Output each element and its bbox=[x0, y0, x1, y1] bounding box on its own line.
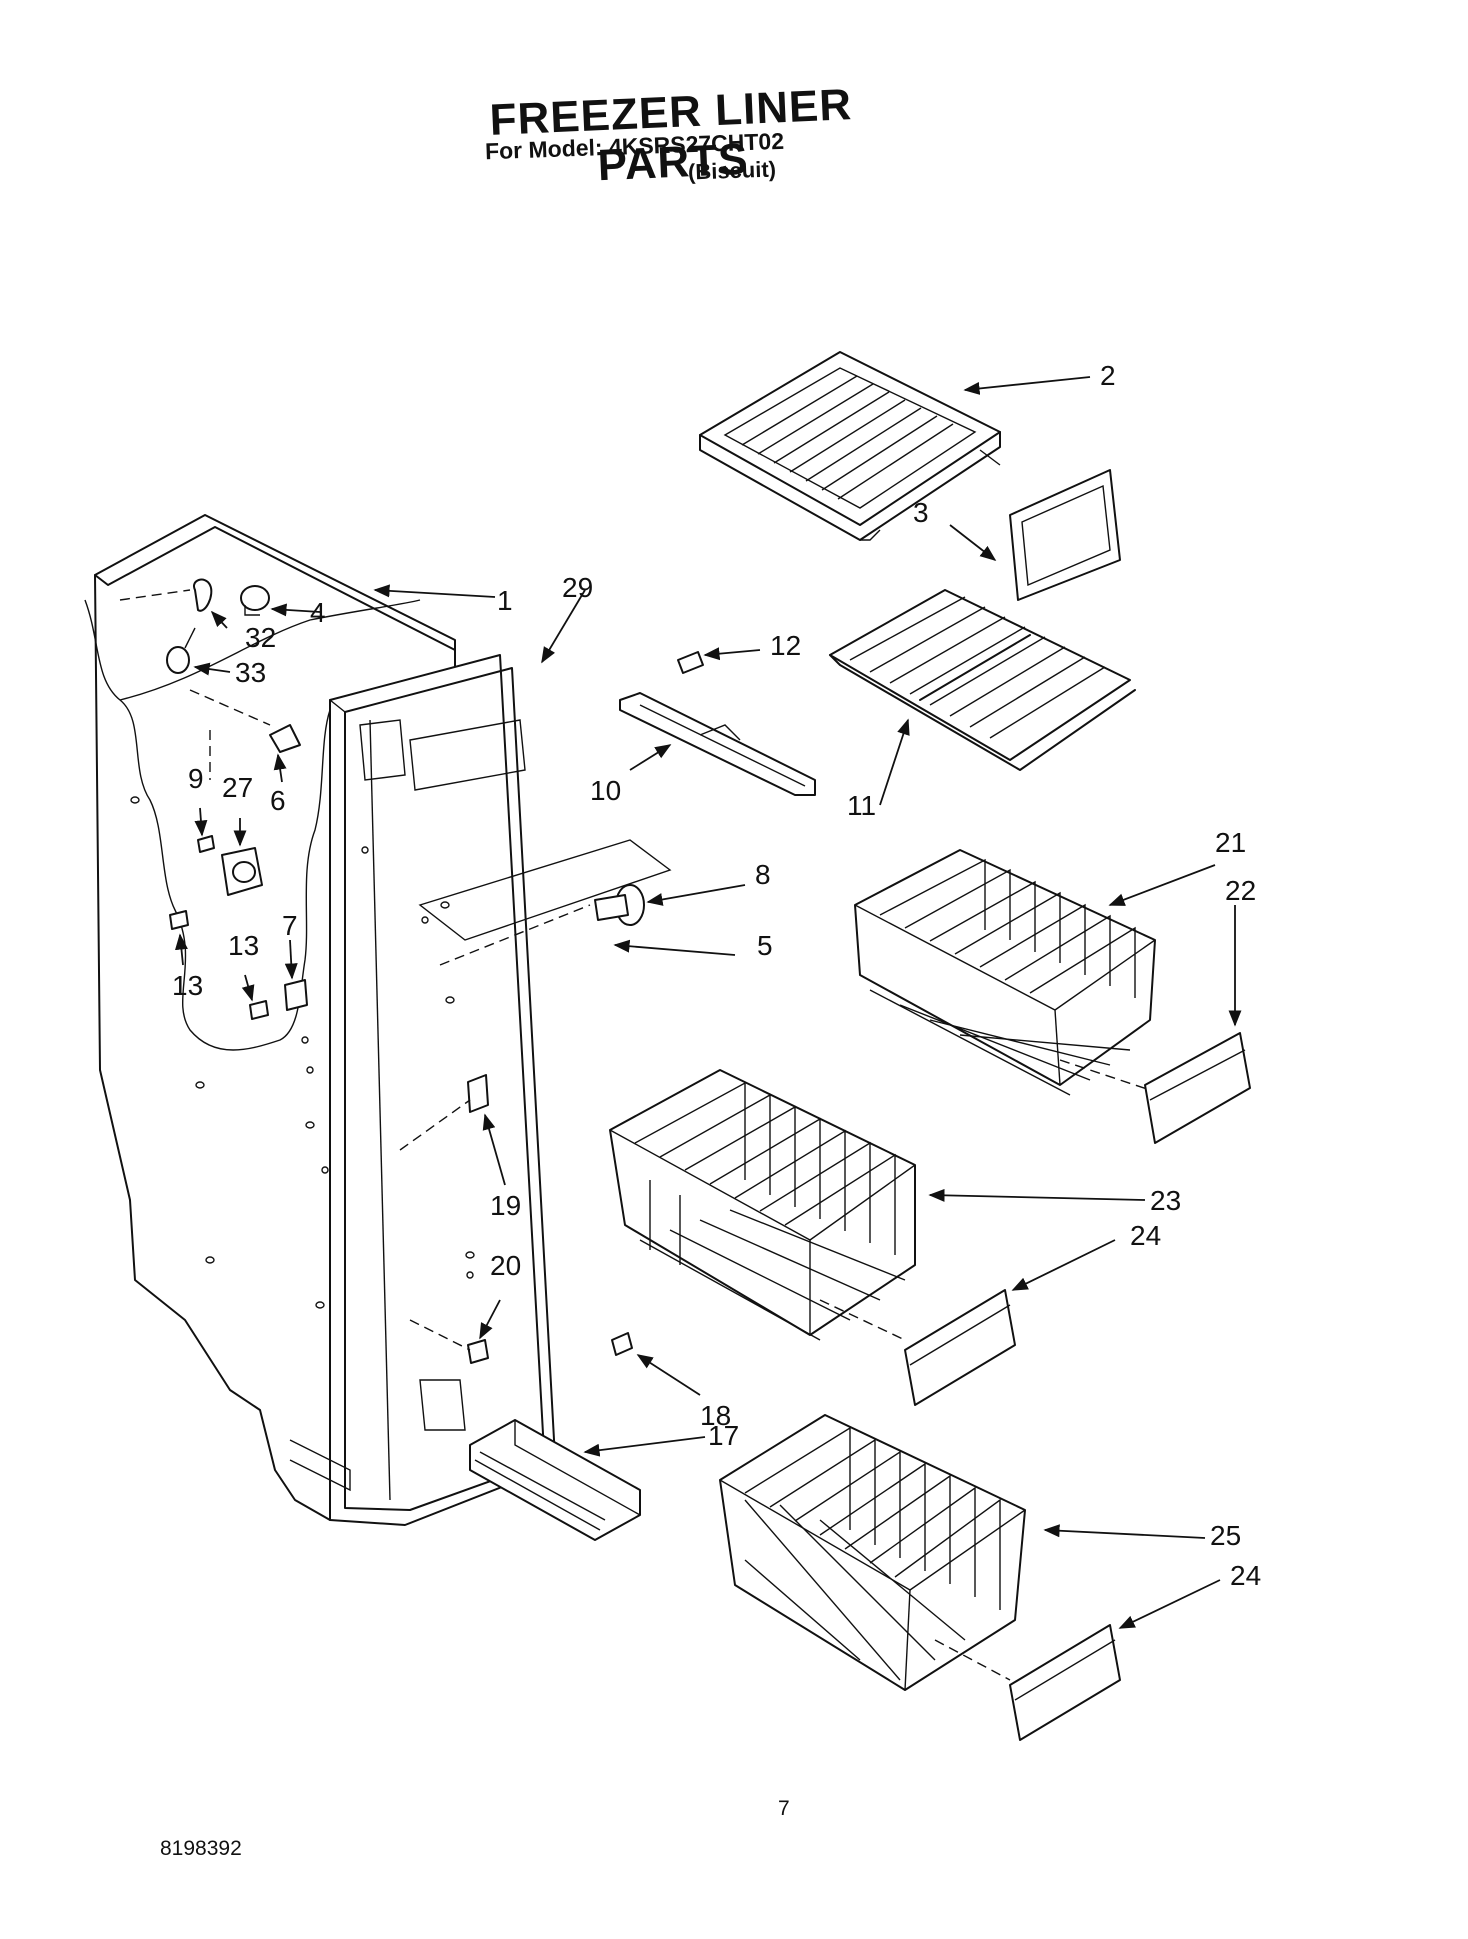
callout-numbers: 2 3 1 29 12 10 11 21 22 8 5 4 32 33 6 9 … bbox=[172, 360, 1261, 1591]
vent-grille bbox=[469, 1419, 641, 1541]
callout-20: 20 bbox=[490, 1250, 521, 1281]
liner-small-parts bbox=[119, 578, 308, 1020]
callout-29: 29 bbox=[562, 572, 593, 603]
callout-leaders bbox=[175, 376, 1242, 1629]
callout-19: 19 bbox=[490, 1190, 521, 1221]
callout-13-left: 13 bbox=[172, 970, 203, 1001]
callout-6: 6 bbox=[270, 785, 286, 816]
callout-2: 2 bbox=[1100, 360, 1116, 391]
callout-22: 22 bbox=[1225, 875, 1256, 906]
drawer-plug bbox=[418, 839, 672, 966]
callout-8: 8 bbox=[755, 859, 771, 890]
callout-11: 11 bbox=[847, 790, 876, 821]
callout-21: 21 bbox=[1215, 827, 1246, 858]
shelf-trim bbox=[1009, 469, 1121, 601]
callout-5: 5 bbox=[757, 930, 773, 961]
page-number: 7 bbox=[778, 1797, 790, 1820]
wire-shelf bbox=[829, 589, 1136, 771]
screw-20 bbox=[409, 1319, 489, 1364]
callout-24-upper: 24 bbox=[1130, 1220, 1161, 1251]
basket-21 bbox=[854, 849, 1156, 1096]
basket-23 bbox=[609, 1069, 916, 1341]
basket-trim-24-lower bbox=[934, 1624, 1121, 1741]
callout-17: 17 bbox=[708, 1420, 739, 1451]
callout-18: 18 bbox=[700, 1400, 731, 1431]
callout-24-lower: 24 bbox=[1230, 1560, 1261, 1591]
callout-1: 1 bbox=[497, 585, 513, 616]
callout-9: 9 bbox=[188, 763, 204, 794]
callout-4: 4 bbox=[310, 597, 326, 628]
screw-18 bbox=[611, 1332, 633, 1356]
basket-trim-24-upper bbox=[819, 1289, 1016, 1406]
glass-shelf bbox=[699, 351, 1001, 541]
basket-25 bbox=[719, 1414, 1026, 1691]
callout-7: 7 bbox=[282, 910, 298, 941]
callout-3: 3 bbox=[913, 497, 929, 528]
callout-23: 23 bbox=[1150, 1185, 1181, 1216]
callout-13-right: 13 bbox=[228, 930, 259, 961]
shelf-rail bbox=[619, 692, 816, 796]
callout-32: 32 bbox=[245, 622, 276, 653]
rail-bracket bbox=[399, 1074, 489, 1151]
freezer-liner bbox=[84, 514, 556, 1526]
callout-10: 10 bbox=[590, 775, 621, 806]
callout-27: 27 bbox=[222, 772, 253, 803]
callout-33: 33 bbox=[235, 657, 266, 688]
basket-trim-22 bbox=[1059, 1032, 1251, 1144]
screw-12 bbox=[677, 651, 704, 674]
document-number: 8198392 bbox=[160, 1837, 242, 1860]
callout-12: 12 bbox=[770, 630, 801, 661]
callout-25: 25 bbox=[1210, 1520, 1241, 1551]
